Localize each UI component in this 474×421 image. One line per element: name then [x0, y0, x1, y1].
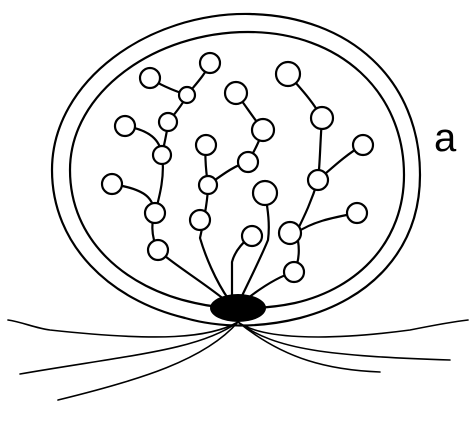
- cell: [276, 62, 300, 86]
- cell: [196, 135, 216, 155]
- cell: [253, 181, 277, 205]
- cell: [238, 152, 258, 172]
- cell: [347, 203, 367, 223]
- cell: [242, 226, 262, 246]
- cell: [159, 113, 177, 131]
- panel-label: a: [434, 116, 456, 161]
- cell: [284, 262, 304, 282]
- cell: [252, 119, 274, 141]
- cell: [140, 68, 160, 88]
- cell: [148, 240, 168, 260]
- cell: [225, 82, 247, 104]
- basal-body: [210, 294, 266, 322]
- inner-wall: [70, 32, 404, 308]
- cell: [279, 222, 301, 244]
- cell: [102, 174, 122, 194]
- outer-capsule: [52, 14, 420, 326]
- cell: [115, 116, 135, 136]
- cell: [145, 203, 165, 223]
- cell: [200, 53, 220, 73]
- cell: [308, 170, 328, 190]
- cell: [153, 146, 171, 164]
- cell: [353, 135, 373, 155]
- cell: [199, 176, 217, 194]
- cell: [190, 210, 210, 230]
- cell: [311, 107, 333, 129]
- external-filaments: [8, 320, 468, 400]
- cell: [179, 87, 195, 103]
